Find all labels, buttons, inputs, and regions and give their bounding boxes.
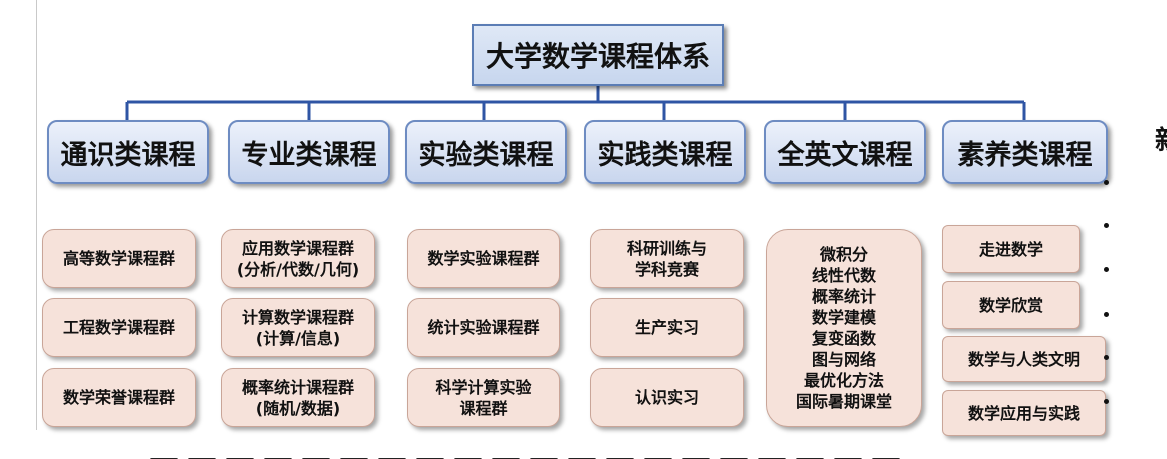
item-scientific-computing: 科学计算实验 课程群: [407, 368, 560, 427]
item-advanced-math: 高等数学课程群: [42, 229, 196, 288]
cropped-text-strip: [150, 446, 950, 459]
category-major: 专业类课程: [228, 120, 390, 184]
bullet-dot: [1104, 223, 1109, 228]
category-general: 通识类课程: [47, 120, 209, 184]
category-experiment: 实验类课程: [405, 120, 567, 184]
item-enter-math: 走进数学: [942, 225, 1080, 273]
item-research-competition: 科研训练与 学科竞赛: [590, 229, 744, 288]
category-practice: 实践类课程: [584, 120, 746, 184]
item-honors-math: 数学荣誉课程群: [42, 368, 196, 427]
item-cognition-internship: 认识实习: [590, 368, 744, 427]
item-computational-math: 计算数学课程群 (计算/信息): [221, 298, 375, 357]
left-edge-line: [36, 0, 37, 430]
item-engineering-math: 工程数学课程群: [42, 298, 196, 357]
bullet-dot: [1104, 312, 1109, 317]
item-statistics-experiment: 统计实验课程群: [407, 298, 560, 357]
bullet-dot: [1104, 399, 1109, 404]
item-math-experiment: 数学实验课程群: [407, 229, 560, 288]
item-applied-math: 应用数学课程群 (分析/代数/几何): [221, 229, 375, 288]
item-math-civilization: 数学与人类文明: [942, 336, 1106, 382]
bullet-dot: [1104, 180, 1109, 185]
category-english: 全英文课程: [764, 120, 926, 184]
side-text-fragment: 新: [1155, 120, 1167, 157]
item-math-appreciation: 数学欣赏: [942, 281, 1080, 329]
item-probability-statistics: 概率统计课程群 (随机/数据): [221, 368, 375, 427]
bullet-dot: [1104, 267, 1109, 272]
category-literacy: 素养类课程: [942, 120, 1108, 184]
item-english-courses: 微积分 线性代数 概率统计 数学建模 复变函数 图与网络 最优化方法 国际暑期课…: [766, 229, 922, 427]
bullet-dot: [1104, 355, 1109, 360]
item-math-application: 数学应用与实践: [942, 390, 1106, 436]
root-node: 大学数学课程体系: [472, 24, 724, 86]
item-production-internship: 生产实习: [590, 298, 744, 357]
